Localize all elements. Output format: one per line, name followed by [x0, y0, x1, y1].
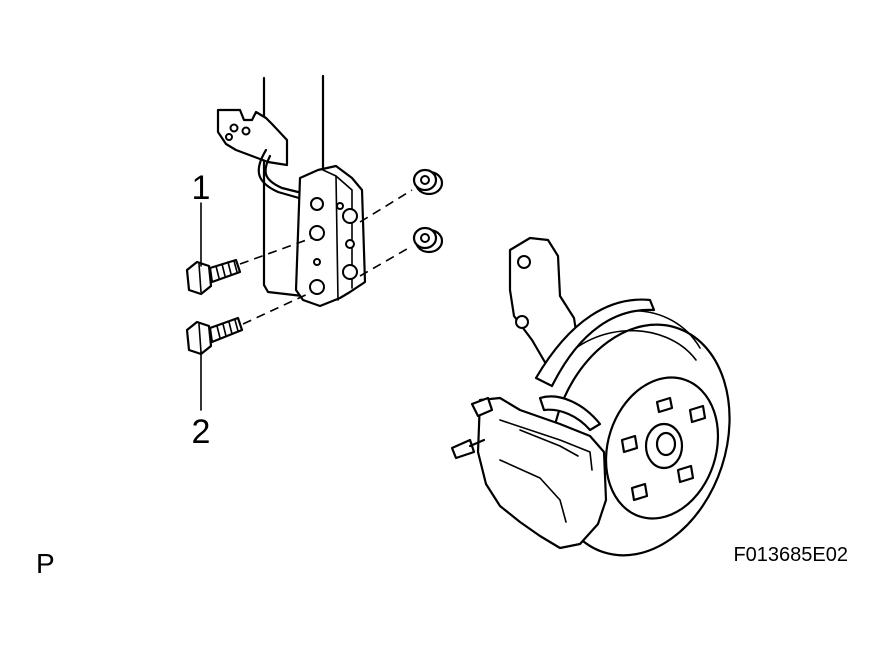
- figure-code: F013685E02: [733, 544, 848, 566]
- corner-mark: P: [36, 548, 55, 579]
- shock-absorber-strut: [216, 74, 367, 308]
- upper-nut: [412, 168, 444, 196]
- wheel-studs: [620, 396, 707, 502]
- steering-knuckle-assembly: [450, 236, 731, 557]
- lower-bolt: [185, 316, 244, 356]
- callout-1-label: 1: [192, 169, 211, 207]
- alignment-lines: [239, 189, 413, 325]
- lower-nut: [412, 226, 444, 254]
- callout-2: 2: [192, 351, 211, 451]
- upper-bolt: [185, 258, 242, 296]
- callout-1: 1: [192, 169, 211, 267]
- callout-2-label: 2: [192, 413, 211, 451]
